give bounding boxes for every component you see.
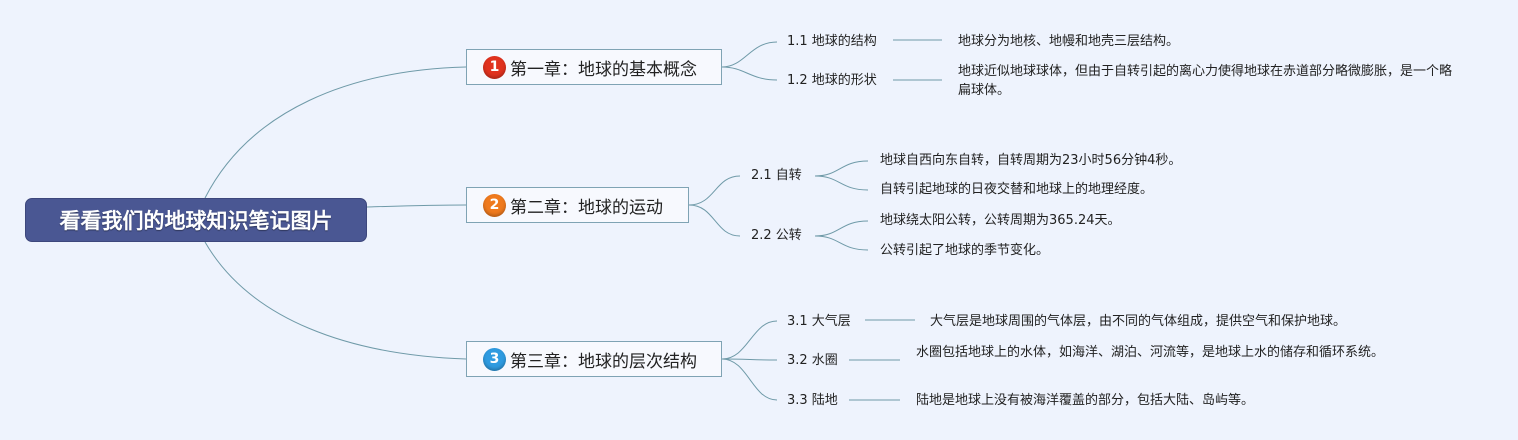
note-1-2[interactable]: 地球近似地球球体，但由于自转引起的离心力使得地球在赤道部分略微膨胀，是一个略扁球… [958, 64, 1453, 98]
section-3-2[interactable]: 3.2 水圈 [787, 353, 838, 368]
section-1-1[interactable]: 1.1 地球的结构 [787, 34, 877, 49]
note-3-2[interactable]: 水圈包括地球上的水体，如海洋、湖泊、河流等，是地球上水的储存和循环系统。 [916, 345, 1385, 360]
connector-ch2-s21 [688, 175, 741, 206]
chapter-2-number-badge: 2 [483, 193, 506, 217]
chapter-1-number-badge: 1 [483, 55, 506, 79]
connector-ch3-s31 [721, 320, 778, 360]
section-2-1[interactable]: 2.1 自转 [751, 168, 802, 183]
section-3-3[interactable]: 3.3 陆地 [787, 393, 838, 408]
connector-ch1-s12 [721, 66, 778, 81]
connector-s22-note1 [814, 220, 869, 237]
connector-root-ch1 [204, 66, 467, 199]
note-2-2-a[interactable]: 地球绕太阳公转，公转周期为365.24天。 [880, 213, 1121, 228]
root-title: 看看我们的地球知识笔记图片 [59, 209, 333, 233]
connector-root-ch3 [204, 241, 467, 360]
chapter-2-node[interactable]: 2 第二章：地球的运动 [466, 187, 689, 223]
connector-s21-note2 [814, 175, 869, 191]
note-3-1[interactable]: 大气层是地球周围的气体层，由不同的气体组成，提供空气和保护地球。 [930, 314, 1347, 329]
chapter-2-title: 第二章：地球的运动 [510, 197, 663, 218]
note-3-3[interactable]: 陆地是地球上没有被海洋覆盖的部分，包括大陆、岛屿等。 [916, 393, 1255, 408]
chapter-1-title: 第一章：地球的基本概念 [510, 59, 697, 80]
connector-root-ch2 [366, 204, 467, 208]
connector-ch1-s11 [721, 41, 778, 68]
connector-s22-note2 [814, 235, 869, 251]
connector-ch3-s33 [721, 358, 778, 401]
note-1-1[interactable]: 地球分为地核、地幔和地壳三层结构。 [958, 34, 1180, 49]
chapter-3-node[interactable]: 3 第三章：地球的层次结构 [466, 341, 722, 377]
note-2-1-b[interactable]: 自转引起地球的日夜交替和地球上的地理经度。 [880, 182, 1154, 197]
section-3-1[interactable]: 3.1 大气层 [787, 314, 851, 329]
root-topic[interactable]: 看看我们的地球知识笔记图片 [25, 198, 367, 242]
note-2-1-a[interactable]: 地球自西向东自转，自转周期为23小时56分钟4秒。 [880, 153, 1182, 168]
section-1-2[interactable]: 1.2 地球的形状 [787, 73, 877, 88]
chapter-3-number-badge: 3 [483, 347, 506, 371]
note-2-2-b[interactable]: 公转引起了地球的季节变化。 [880, 243, 1050, 258]
connector-ch3-s32 [721, 358, 778, 361]
connector-ch2-s22 [688, 204, 741, 237]
section-2-2[interactable]: 2.2 公转 [751, 228, 802, 243]
chapter-1-node[interactable]: 1 第一章：地球的基本概念 [466, 49, 722, 85]
connector-s21-note1 [814, 160, 869, 177]
chapter-3-title: 第三章：地球的层次结构 [510, 351, 697, 372]
